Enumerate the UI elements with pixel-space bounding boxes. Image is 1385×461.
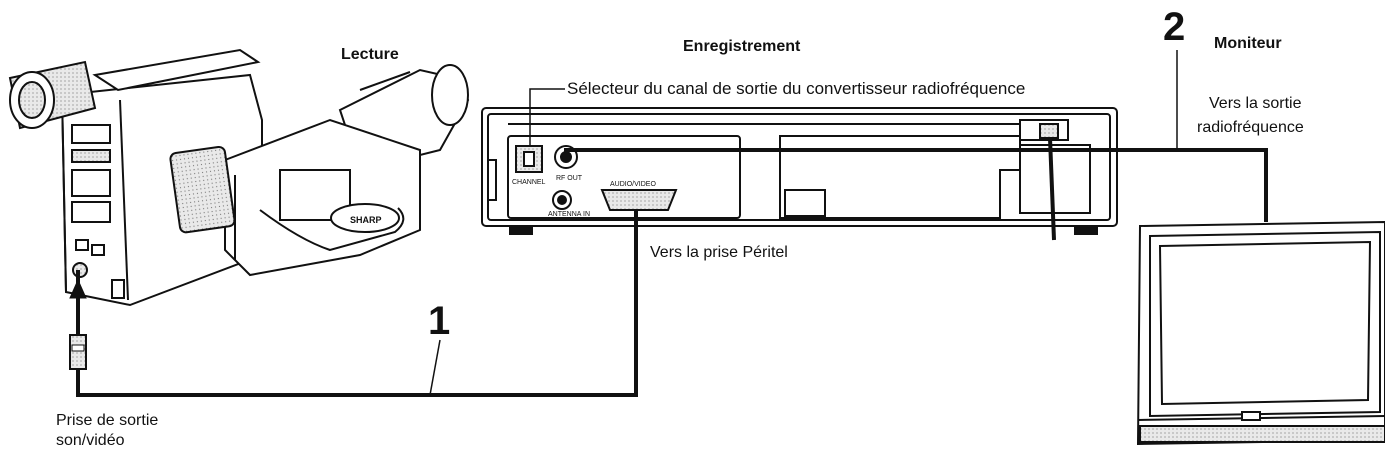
vers-sortie-line1: Vers la sortie — [1209, 95, 1302, 112]
cable-1 — [76, 210, 638, 397]
leader-selector — [529, 88, 565, 146]
camcorder-brand: SHARP — [350, 215, 382, 225]
leader-step1 — [429, 339, 441, 396]
cable-2 — [564, 148, 1268, 222]
step-1-number: 1 — [428, 299, 451, 343]
step-2-number: 2 — [1163, 5, 1186, 49]
plug-arrow — [69, 278, 87, 370]
audio-video-label: AUDIO/VIDEO — [610, 181, 656, 188]
prise-line2: son/vidéo — [56, 432, 125, 449]
rf-out-label: RF OUT — [556, 175, 583, 182]
vers-sortie-line2: radiofréquence — [1197, 119, 1304, 136]
camcorder-illustration: SHARP — [8, 48, 470, 307]
cable-lines — [76, 148, 1268, 397]
antenna-in-label: ANTENNA IN — [548, 211, 590, 218]
enregistrement-label: Enregistrement — [683, 38, 801, 55]
vcr-illustration: CHANNEL RF OUT ANTENNA IN AUDIO/VIDEO — [481, 107, 1118, 241]
selecteur-label: Sélecteur du canal de sortie du converti… — [567, 79, 1026, 98]
monitor-illustration — [1136, 220, 1385, 446]
leader-lines — [429, 50, 1178, 396]
moniteur-label: Moniteur — [1214, 35, 1282, 52]
prise-line1: Prise de sortie — [56, 412, 159, 429]
lecture-label: Lecture — [341, 46, 399, 63]
vers-peritel-label: Vers la prise Péritel — [650, 244, 788, 261]
channel-label: CHANNEL — [512, 179, 546, 186]
